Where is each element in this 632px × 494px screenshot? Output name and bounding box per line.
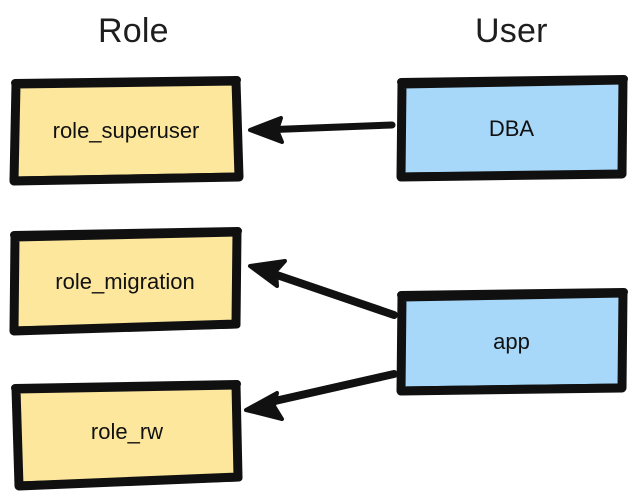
- edge-app-to-role-migration: [248, 259, 398, 319]
- node-shape-dba: [396, 75, 628, 182]
- node-shape-role-migration: [9, 227, 242, 336]
- edge-dba-to-role-superuser: [248, 116, 396, 144]
- column-header-role: Role: [98, 12, 169, 50]
- node-role-migration[interactable]: role_migration: [9, 227, 242, 336]
- node-role-rw[interactable]: role_rw: [11, 380, 243, 492]
- node-dba[interactable]: DBA: [396, 75, 628, 182]
- node-shape-app: [396, 288, 628, 396]
- edge-app-to-role-rw: [244, 370, 398, 421]
- node-app[interactable]: app: [396, 288, 628, 396]
- node-shape-role-superuser: [9, 76, 244, 186]
- node-shape-role-rw: [11, 380, 243, 491]
- column-header-user: User: [475, 12, 548, 50]
- node-role-superuser[interactable]: role_superuser: [9, 76, 244, 186]
